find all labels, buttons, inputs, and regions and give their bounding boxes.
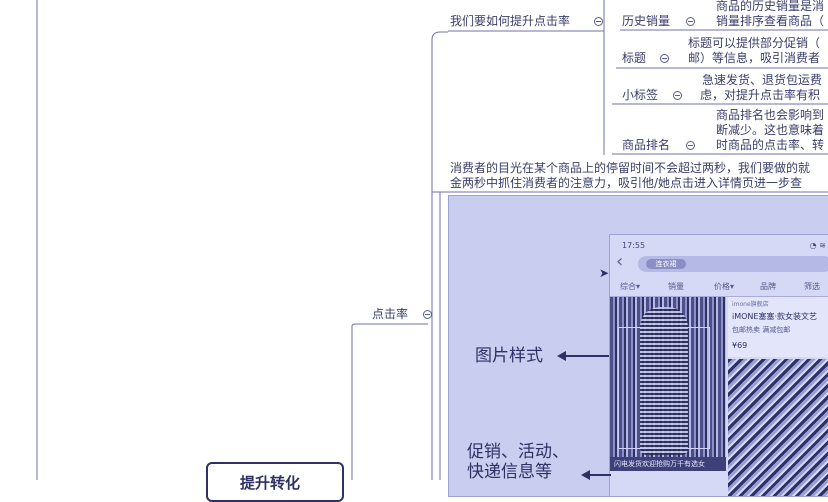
product-subtitle: 包邮热卖 满减包邮	[732, 326, 791, 334]
item-title-desc-1: 标题可以提供部分促销（	[688, 36, 821, 50]
question-branch-label[interactable]: 我们要如何提升点击率	[450, 14, 571, 28]
item-ranking-desc-3: 时商品的点击率、转	[716, 138, 825, 152]
product-name: iMONE塞塞·款女装文艺	[732, 312, 818, 321]
collapse-icon[interactable]	[686, 17, 695, 26]
product-brand: imone旗舰店	[732, 301, 769, 308]
product-photo	[610, 297, 726, 457]
arrow-line	[589, 474, 611, 476]
annotation-image-style: 图片样式	[475, 346, 543, 366]
mindmap-connectors	[36, 0, 828, 480]
arrow-left-icon	[557, 351, 566, 361]
filter-item: 品牌	[760, 282, 776, 291]
embedded-screenshot-image[interactable]: ➤ 17:55 ◔ ≋ ▭ ‹ 连衣裙 综合▾ 销量 价格▾ 品牌 筛选 闪电发…	[448, 195, 828, 497]
item-history-sales-desc-2: 销量排序查看商品（	[716, 14, 825, 28]
collapse-icon[interactable]	[423, 310, 432, 319]
back-arrow-icon: ‹	[616, 251, 624, 272]
mouse-cursor-icon: ➤	[599, 266, 610, 280]
filter-bar: 综合▾ 销量 价格▾ 品牌 筛选	[610, 278, 828, 297]
filter-item: 销量	[668, 282, 684, 291]
collapse-icon[interactable]	[660, 54, 669, 63]
collapse-icon[interactable]	[673, 91, 682, 100]
status-time: 17:55	[622, 241, 646, 250]
note-line-1[interactable]: 消费者的目光在某个商品上的停留时间不会超过两秒，我们要做的就	[450, 161, 811, 175]
annotation-promo-line-1: 促销、活动、	[467, 442, 569, 462]
annotation-promo-line-2: 快递信息等	[467, 462, 552, 482]
item-ranking-desc-1: 商品排名也会影响到	[716, 108, 825, 122]
convert-node[interactable]: 提升转化	[206, 462, 344, 502]
product-caption: 闪电发货欢迎抢购万千有选女	[610, 457, 726, 471]
filter-item: 筛选	[804, 282, 820, 291]
product-info-card: imone旗舰店 iMONE塞塞·款女装文艺 包邮热卖 满减包邮 ¥69	[728, 297, 828, 357]
item-small-tag-desc-2: 虑，对提升点击率有积	[700, 88, 821, 102]
convert-node-label: 提升转化	[240, 474, 301, 492]
collapse-icon[interactable]	[686, 141, 695, 150]
item-small-tag-label[interactable]: 小标签	[622, 88, 659, 102]
item-title-label[interactable]: 标题	[622, 51, 647, 65]
item-title-desc-2: 邮）等信息，吸引消费者	[688, 51, 821, 65]
search-bar: 连衣裙	[638, 256, 828, 272]
item-history-sales-desc-1: 商品的历史销量是消	[716, 0, 825, 13]
collapse-icon[interactable]	[594, 17, 603, 26]
search-chip: 连衣裙	[646, 259, 686, 269]
click-rate-branch-label[interactable]: 点击率	[372, 307, 409, 321]
product-price: ¥69	[732, 341, 748, 350]
arrow-line	[565, 355, 609, 357]
phone-mockup: 17:55 ◔ ≋ ▭ ‹ 连衣裙 综合▾ 销量 价格▾ 品牌 筛选 闪电发货欢…	[609, 234, 828, 496]
item-small-tag-desc-1: 急速发货、退货包运费	[702, 73, 823, 87]
note-line-2[interactable]: 金两秒中抓住消费者的注意力，吸引他/她点击进入详情页进一步查	[450, 176, 803, 190]
item-ranking-desc-2: 断减少。这也意味着	[716, 123, 825, 137]
status-icons: ◔ ≋ ▭	[809, 241, 828, 250]
item-ranking-label[interactable]: 商品排名	[622, 138, 671, 152]
product-photo-2	[728, 359, 828, 496]
item-history-sales-label[interactable]: 历史销量	[622, 14, 671, 28]
model-figure	[640, 307, 688, 455]
arrow-left-icon	[581, 470, 590, 480]
filter-item: 价格▾	[714, 282, 735, 291]
filter-item: 综合▾	[620, 282, 641, 291]
